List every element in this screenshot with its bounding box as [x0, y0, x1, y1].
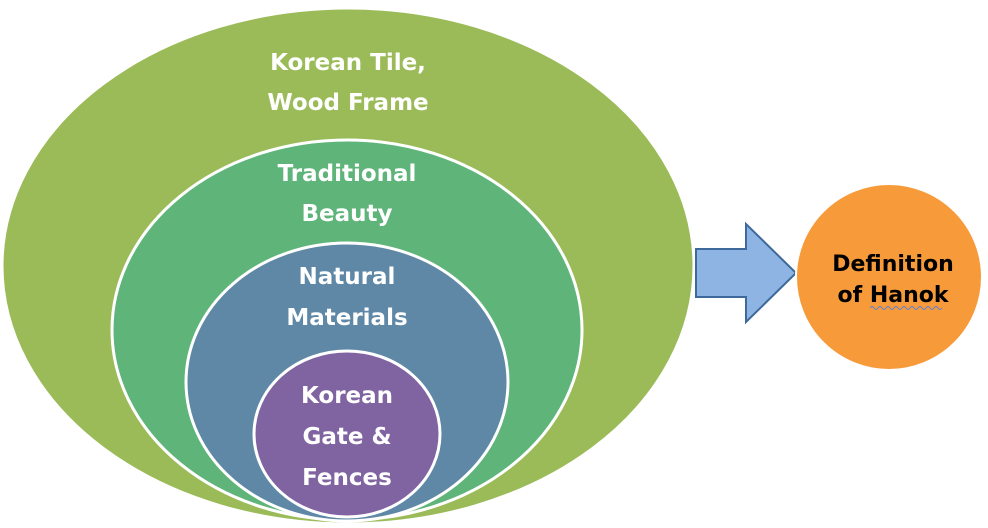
second-ring-label-line-2: Beauty	[301, 201, 392, 227]
spellcheck-squiggle	[869, 306, 943, 310]
inner-circle-label-line-2: Gate &	[302, 424, 391, 450]
third-ring-label-line-2: Materials	[286, 305, 407, 331]
inner-circle-korean-gate-fences	[252, 349, 442, 519]
right-arrow-icon	[695, 221, 798, 325]
result-circle-definition-of-hanok	[795, 183, 983, 371]
outer-ring-label-line-1: Korean Tile,	[270, 50, 426, 76]
inner-circle-label-line-1: Korean	[301, 383, 393, 409]
result-label-line-1: Definition	[832, 252, 954, 277]
outer-ring-label-line-2: Wood Frame	[267, 90, 428, 116]
second-ring-label-line-1: Traditional	[278, 161, 417, 187]
result-label-line-2: of Hanok	[837, 283, 949, 308]
third-ring-label-line-1: Natural	[299, 264, 396, 290]
inner-circle-label-line-3: Fences	[302, 465, 392, 491]
